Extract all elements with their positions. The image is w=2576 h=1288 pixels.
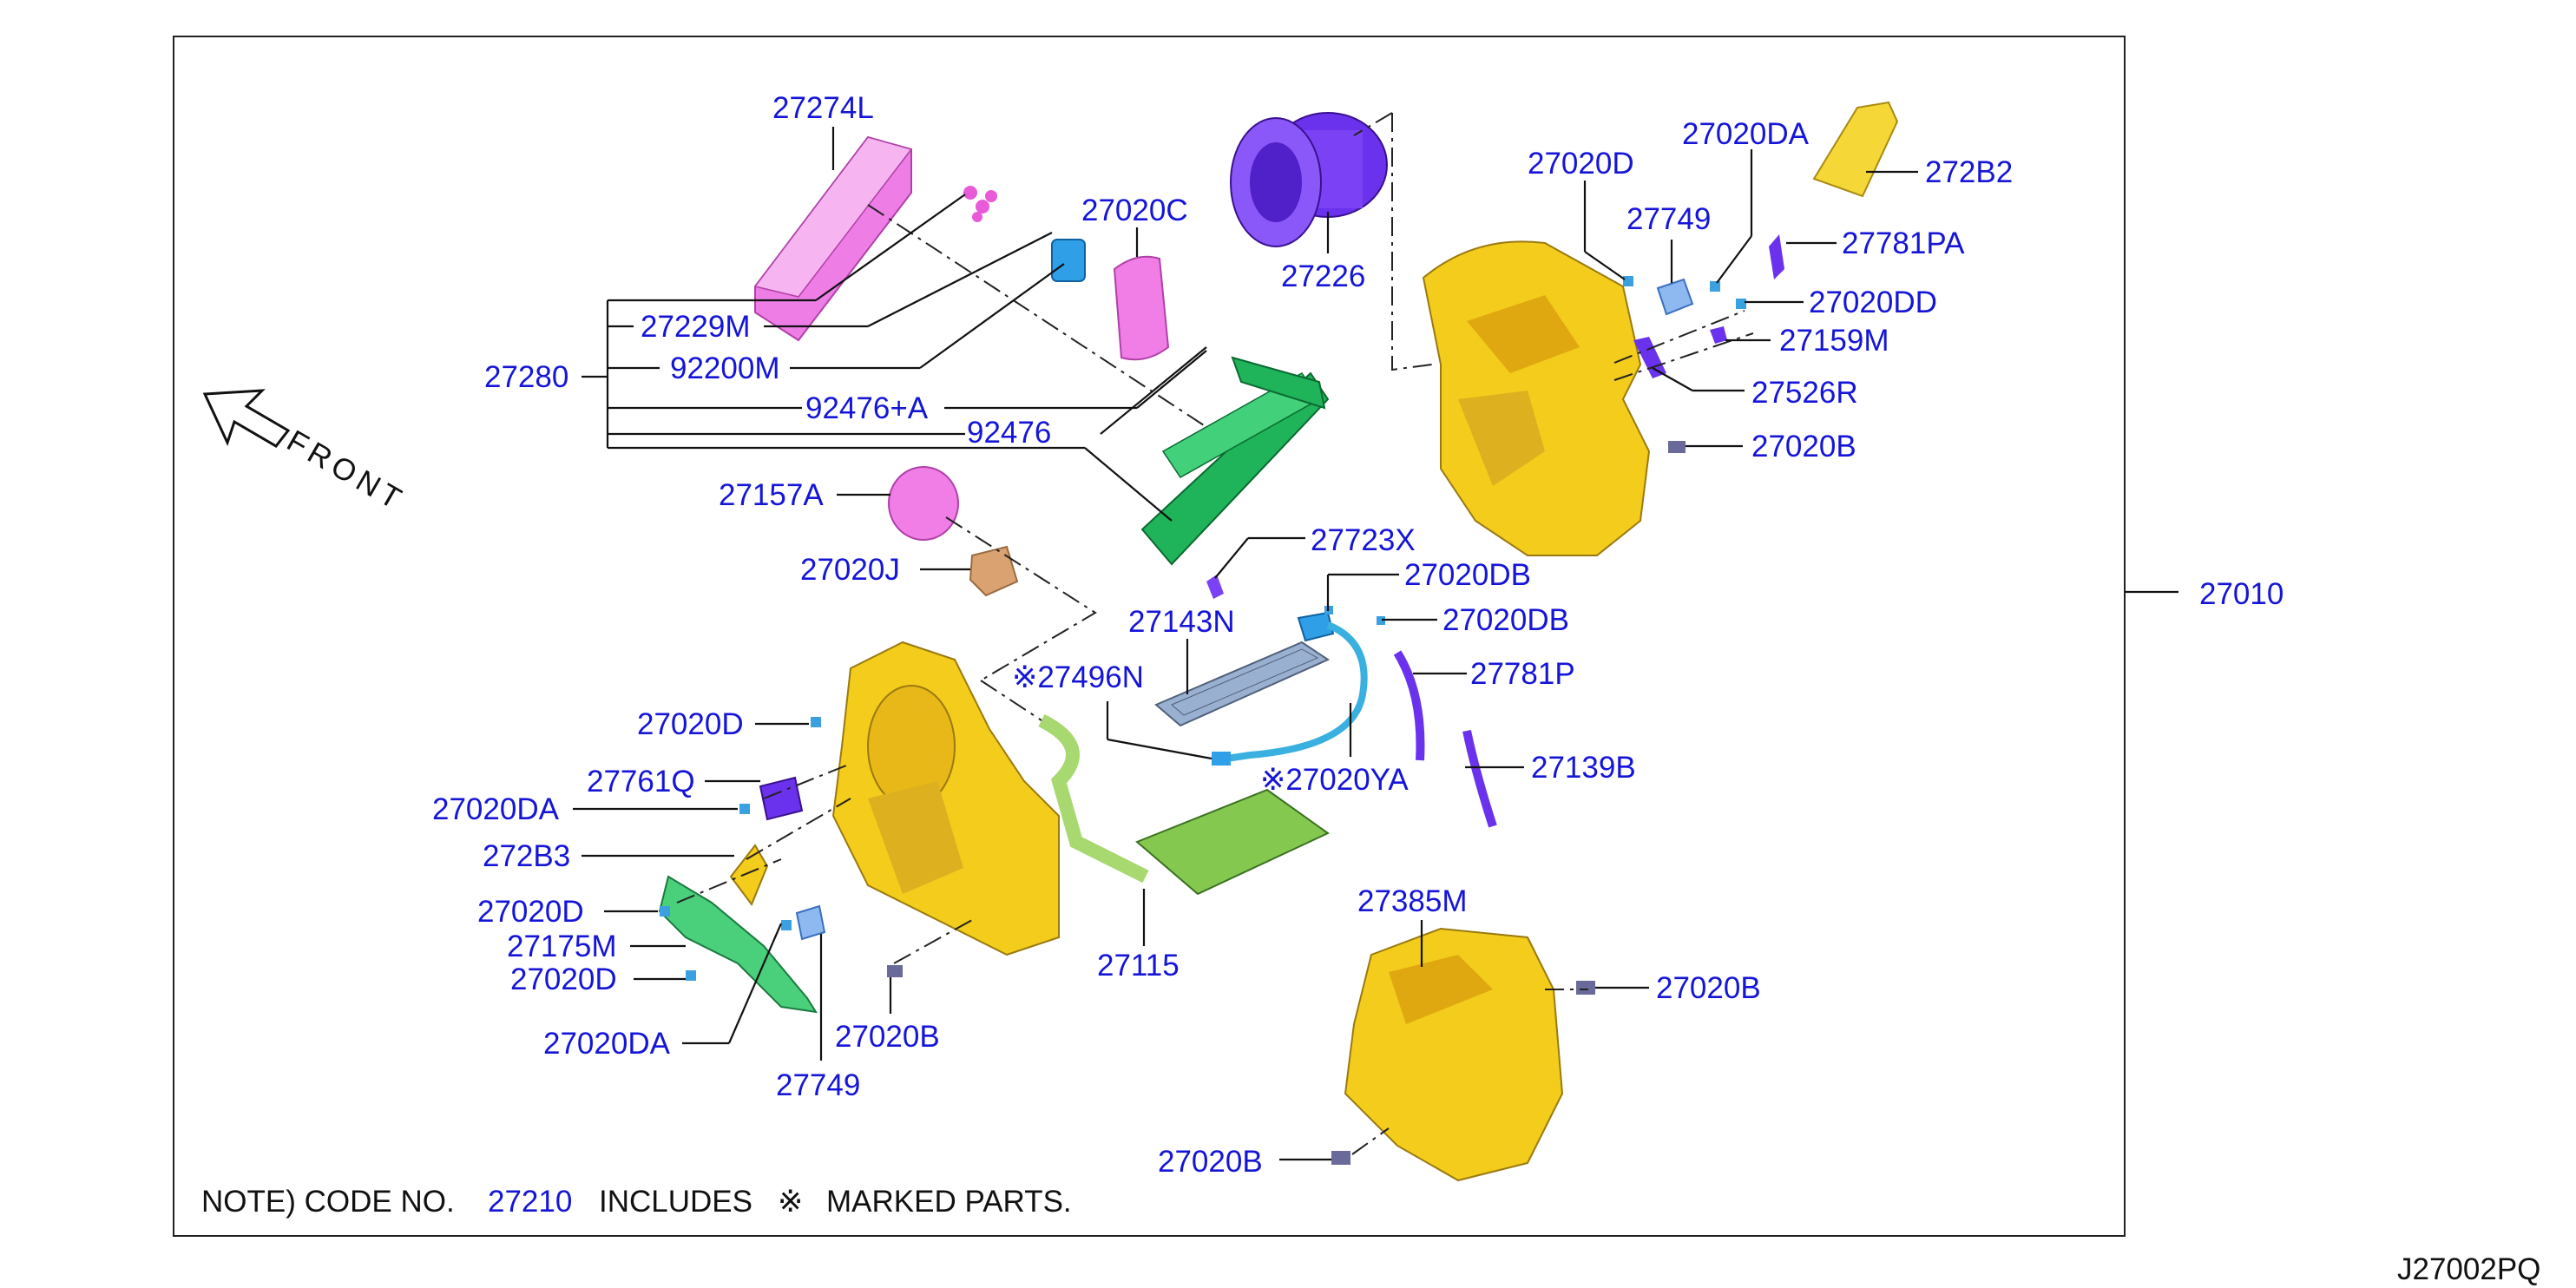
label-27020DB-1: 27020DB: [1404, 558, 1531, 592]
label-27020B-right: 27020B: [1751, 430, 1856, 463]
green-duct-part: [658, 875, 818, 1014]
label-27020YA: ※27020YA: [1260, 763, 1409, 797]
actuator-lower-part: [660, 717, 903, 981]
upper-heater-housing-part: [1422, 240, 1651, 556]
note-line: NOTE) CODE NO. 27210 INCLUDES ※ MARKED P…: [201, 1185, 1072, 1219]
label-27723X: 27723X: [1311, 523, 1416, 557]
label-27020B-r2: 27020B: [1656, 971, 1761, 1005]
clip-part: [963, 186, 997, 222]
label-92476A: 92476+A: [805, 391, 929, 425]
label-27226: 27226: [1281, 260, 1365, 293]
label-27749-bottom: 27749: [776, 1068, 860, 1102]
pink-seal-part: [888, 466, 959, 541]
orange-piece-part: [969, 545, 1019, 597]
label-27274L: 27274L: [772, 91, 874, 125]
bracket-272b2-part: [1812, 101, 1899, 198]
label-27139B: 27139B: [1531, 751, 1636, 785]
note-mark: ※: [778, 1185, 803, 1219]
label-27020D-left2: 27020D: [477, 895, 584, 929]
lower-left-housing-part: [831, 641, 1060, 956]
leader-lines: [573, 127, 2178, 1161]
label-92200M: 92200M: [670, 352, 779, 385]
label-27020DD: 27020DD: [1809, 286, 1937, 319]
label-27157A: 27157A: [719, 478, 824, 512]
label-27020D-left1: 27020D: [637, 707, 744, 741]
note-prefix: NOTE) CODE NO.: [201, 1185, 455, 1219]
actuator-motor-part: [759, 776, 804, 821]
sensor-part: [1206, 575, 1224, 599]
label-27020DA-bottom: 27020DA: [543, 1027, 671, 1061]
label-27020B-bottom: 27020B: [835, 1020, 940, 1054]
label-27781P: 27781P: [1470, 657, 1575, 691]
note-code: 27210: [488, 1185, 572, 1219]
label-27229M: 27229M: [641, 310, 750, 344]
note-suffix: MARKED PARTS.: [826, 1185, 1072, 1219]
ptc-heater-part: [1154, 641, 1331, 727]
label-27496N: ※27496N: [1012, 660, 1144, 694]
label-27020DA-left: 27020DA: [432, 792, 560, 826]
label-27115: 27115: [1097, 949, 1180, 982]
note-includes: INCLUDES: [599, 1185, 752, 1219]
hose-assembly-part: [1212, 611, 1368, 766]
label-27020C: 27020C: [1081, 194, 1188, 227]
lower-right-housing-part: [1331, 927, 1595, 1182]
label-27159M: 27159M: [1779, 324, 1889, 358]
small-fasteners-upper-right: [1623, 234, 1784, 453]
label-27143N: 27143N: [1128, 605, 1235, 639]
diagram-frame: [173, 36, 2126, 1237]
label-27385M: 27385M: [1357, 884, 1467, 918]
label-27280: 27280: [484, 360, 568, 394]
label-27020J: 27020J: [800, 553, 900, 587]
label-92476: 92476: [967, 416, 1051, 450]
label-27020DB-2: 27020DB: [1442, 603, 1569, 637]
label-27175M: 27175M: [507, 930, 616, 963]
label-27020DA-top: 27020DA: [1682, 117, 1810, 151]
front-direction-arrow: FRONT: [202, 389, 411, 518]
label-27020B-r3: 27020B: [1158, 1145, 1263, 1179]
label-27781PA: 27781PA: [1842, 227, 1965, 260]
cabin-filter-part: [753, 135, 913, 342]
label-27020D-top: 27020D: [1528, 147, 1634, 181]
front-label: FRONT: [281, 424, 411, 518]
diagram-code: J27002PQ: [2397, 1252, 2540, 1286]
heater-core-part: [1038, 713, 1330, 896]
label-27010: 27010: [2199, 577, 2284, 611]
bracket-272b3-part: [729, 844, 769, 907]
foam-seal-part: [1113, 255, 1170, 361]
label-27749-top: 27749: [1626, 202, 1711, 236]
label-272B3: 272B3: [483, 839, 570, 873]
actuator-small-part: [1051, 239, 1086, 282]
label-272B2: 272B2: [1925, 155, 2013, 189]
label-27526R: 27526R: [1751, 376, 1858, 410]
evaporator-part: [1140, 356, 1330, 566]
label-27761Q: 27761Q: [587, 765, 695, 798]
blower-motor-part: [1230, 112, 1388, 247]
label-27020D-left3: 27020D: [510, 963, 617, 996]
